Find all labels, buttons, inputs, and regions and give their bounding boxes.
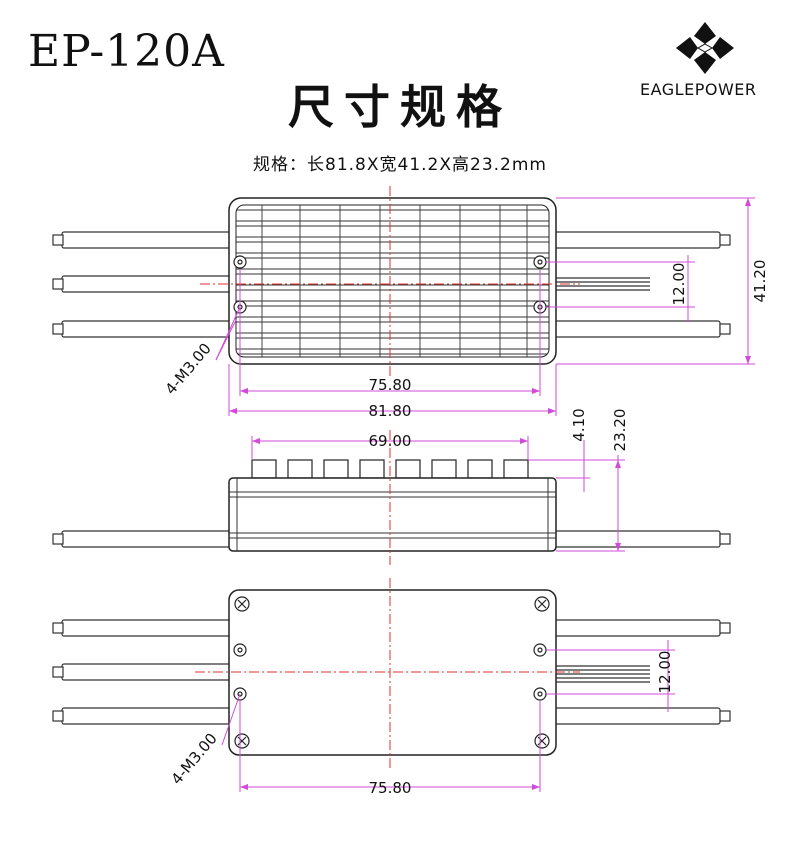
bottom-view: 75.80 12.00 4-M3.00 — [52, 578, 731, 797]
top-view: 75.80 81.80 12.00 41.20 4-M3.00 — [52, 186, 769, 420]
side-fin-span-label: 69.00 — [369, 432, 412, 450]
side-fin-height-label: 4.10 — [570, 408, 588, 441]
eaglepower-logo-icon — [676, 22, 734, 78]
top-width-inner-label: 75.80 — [369, 376, 412, 394]
bottom-view-wires — [52, 619, 731, 725]
top-height-outer-label: 41.20 — [751, 260, 769, 303]
model-title: EP-120A — [28, 26, 225, 77]
side-view-wires — [52, 530, 731, 548]
top-height-inner-label: 12.00 — [670, 263, 688, 306]
side-view: 69.00 4.10 23.20 — [52, 408, 731, 565]
top-holes-label: 4-M3.00 — [162, 340, 215, 399]
bottom-height-inner-label: 12.00 — [656, 651, 674, 694]
spec-line: 规格：长81.8X宽41.2X高23.2mm — [253, 155, 547, 175]
brand-name: EAGLEPOWER — [640, 80, 757, 99]
side-total-height-label: 23.20 — [611, 409, 629, 452]
top-width-outer-label: 81.80 — [369, 402, 412, 420]
bottom-width-inner-label: 75.80 — [369, 779, 412, 797]
top-view-wires-right — [554, 231, 731, 338]
page-title: 尺寸规格 — [288, 80, 512, 134]
bottom-holes-label: 4-M3.00 — [168, 730, 221, 789]
